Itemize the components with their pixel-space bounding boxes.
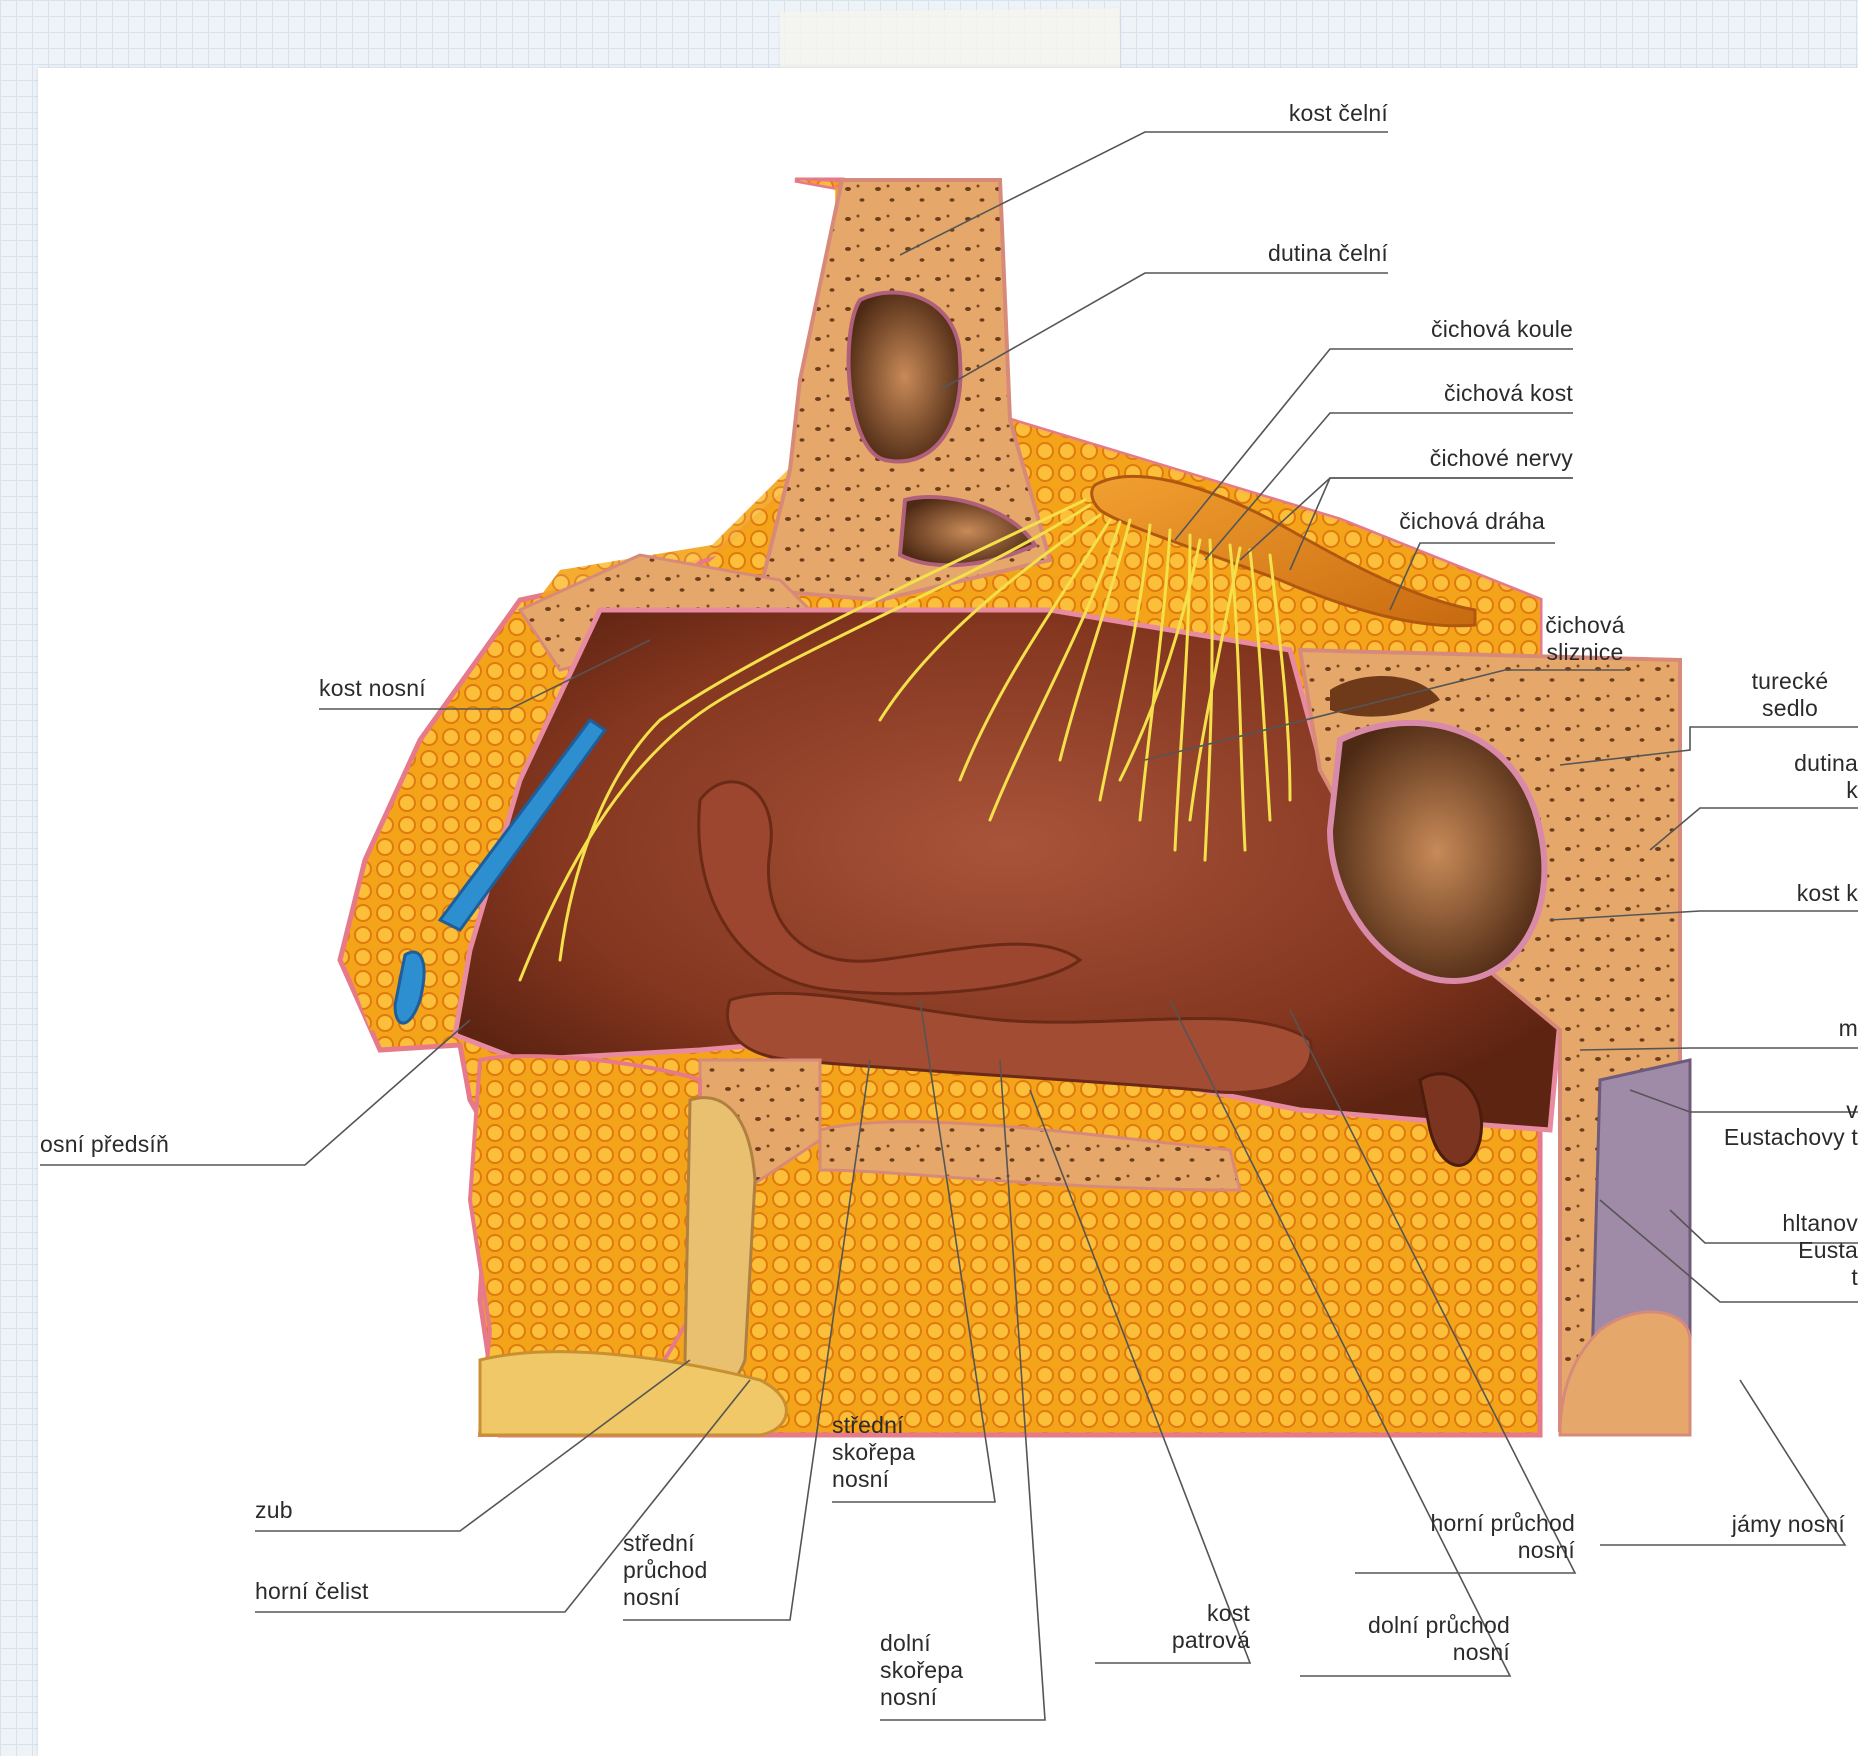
label-stredni-skorepa: střední skořepa nosní — [832, 1412, 972, 1493]
label-kost-nosni: kost nosní — [319, 675, 519, 702]
label-m: m — [1758, 1015, 1858, 1042]
label-cichova-koule: čichová koule — [1373, 316, 1573, 343]
label-horni-pruchod: horní průchod nosní — [1355, 1510, 1575, 1564]
label-nosni-predsin: osní předsíň — [40, 1131, 240, 1158]
label-dutina-celni: dutina čelní — [1200, 240, 1388, 267]
label-dolni-skorepa: dolní skořepa nosní — [880, 1630, 1020, 1711]
label-kost-celni: kost čelní — [1230, 100, 1388, 127]
label-cichova-kost: čichová kost — [1373, 380, 1573, 407]
label-jamy-nosni: jámy nosní — [1690, 1511, 1845, 1538]
label-zub: zub — [255, 1497, 375, 1524]
label-stredni-pruchod: střední průchod nosní — [623, 1530, 763, 1611]
frontal-sinus — [849, 293, 961, 462]
label-dolni-pruchod: dolní průchod nosní — [1300, 1612, 1510, 1666]
label-cichova-sliznice: čichová sliznice — [1525, 612, 1645, 666]
label-cichova-draha: čichová dráha — [1345, 508, 1545, 535]
label-eustachovy: v Eustachovy t — [1700, 1097, 1858, 1151]
label-cichove-nervy: čichové nervy — [1373, 445, 1573, 472]
label-kost-k: kost k — [1758, 880, 1858, 907]
label-dutina-k: dutina k — [1758, 750, 1858, 804]
label-hltanove: hltanov Eusta t — [1758, 1210, 1858, 1291]
label-turecke-sedlo: turecké sedlo — [1735, 668, 1845, 722]
label-kost-patrova: kost patrová — [1100, 1600, 1250, 1654]
tooth — [685, 1098, 755, 1390]
label-horni-celist: horní čelist — [255, 1578, 455, 1605]
